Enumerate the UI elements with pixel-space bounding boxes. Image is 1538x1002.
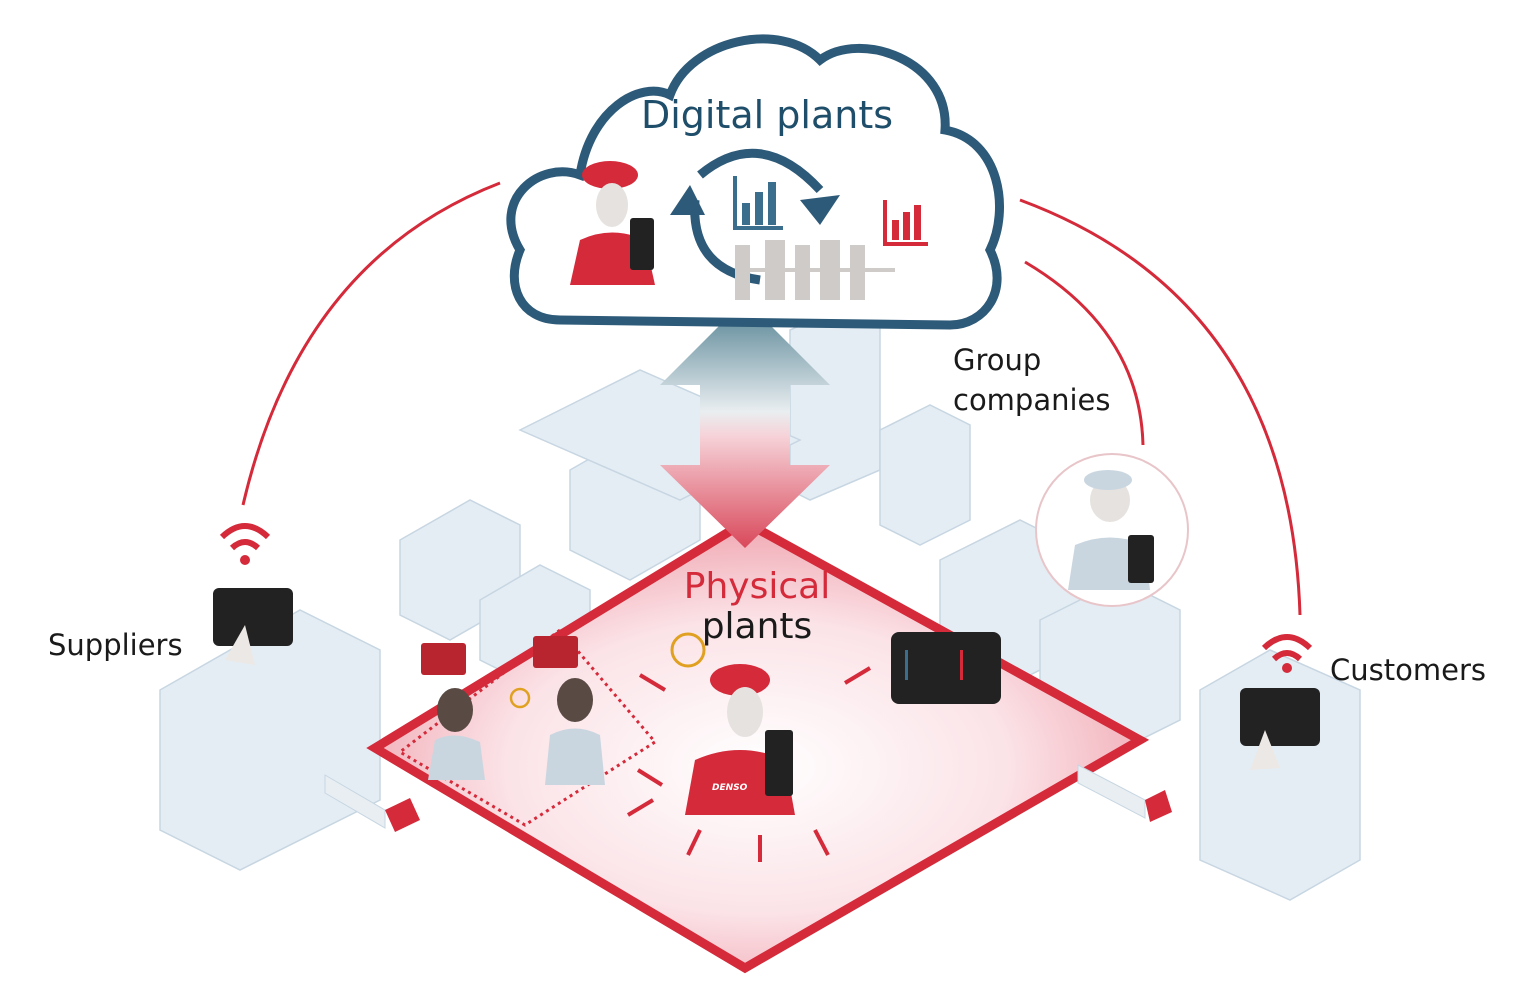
connection-lines: [241, 181, 1302, 616]
customer-tablet-icon: [1240, 688, 1320, 770]
cycle-arrowhead-icon: [670, 185, 705, 215]
wifi-dot-icon: [1282, 663, 1292, 673]
wifi-dot-icon: [240, 555, 250, 565]
worker-icon: [570, 161, 655, 285]
brand-logo: DENSO: [712, 783, 748, 793]
wifi-icon: [1261, 634, 1313, 662]
bar-chart-icon: [733, 176, 783, 230]
wifi-icon: [219, 523, 271, 551]
truck-icon: [1077, 764, 1172, 822]
worker-with-phone-icon: DENSO: [685, 664, 795, 815]
truck-icon: [324, 774, 420, 832]
highlight-rays: [626, 666, 872, 862]
lightbulb-icon: [509, 687, 531, 709]
group-company-worker-icon: [1035, 453, 1189, 607]
lightbulb-icon: [670, 632, 706, 668]
group-companies-label-line2: companies: [953, 383, 1111, 417]
supplier-tablet-icon: [213, 588, 293, 665]
physical-plants-title-line2: plants: [702, 606, 813, 647]
digital-plants-title: Digital plants: [641, 93, 893, 137]
bar-chart-icon: [883, 200, 928, 246]
suppliers-label: Suppliers: [48, 628, 183, 662]
cycle-arrowhead-icon: [800, 195, 840, 225]
physical-plants-title-line1: Physical: [684, 566, 830, 607]
physical-plant-area: [366, 516, 1150, 974]
dashboard-tablet-icon: [891, 632, 1001, 704]
customers-label: Customers: [1330, 653, 1486, 687]
robot-line-icon: [735, 240, 895, 300]
sync-double-arrow: [660, 300, 830, 548]
group-companies-label-line1: Group: [953, 343, 1041, 377]
meeting-workers-icon: [421, 636, 605, 785]
